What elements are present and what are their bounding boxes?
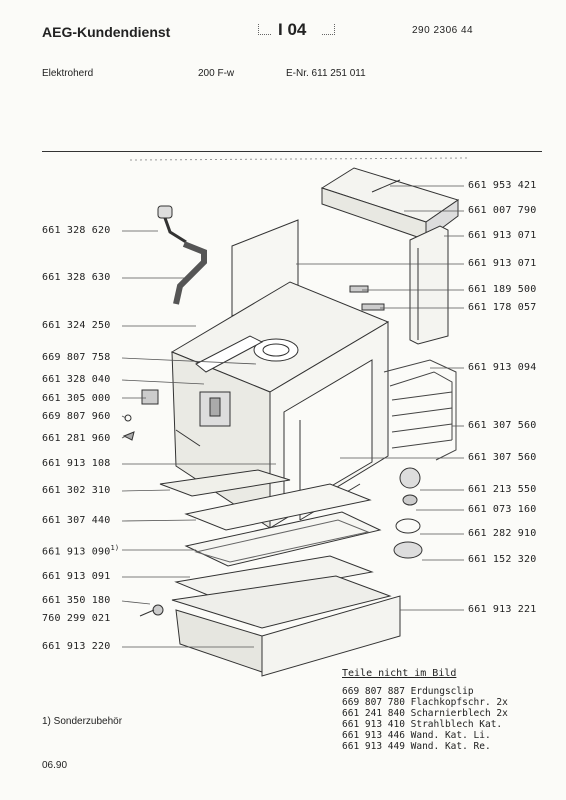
footnote-marker: 1) — [110, 544, 120, 552]
side-wall-part — [409, 225, 449, 345]
header-rule — [42, 151, 542, 152]
part-number-left: 661 328 040 — [42, 374, 111, 385]
issue-date: 06.90 — [42, 760, 68, 771]
legend-item: 669 807 780 Flachkopfschr. 2x — [342, 697, 508, 708]
part-number-left: 661 305 000 — [42, 393, 111, 404]
code-bracket-left — [258, 24, 271, 35]
legend-item: 661 913 446 Wand. Kat. Li. — [342, 730, 491, 741]
page-code: I 04 — [278, 20, 307, 39]
part-number-right: 661 913 221 — [468, 604, 537, 615]
legend-item: 661 913 449 Wand. Kat. Re. — [342, 741, 491, 752]
legend-title: Teile nicht im Bild — [342, 668, 457, 679]
document-number: 290 2306 44 — [412, 25, 474, 36]
part-number-left: 661 913 108 — [42, 458, 111, 469]
part-number-left: 760 299 021 — [42, 613, 111, 624]
model-number: 200 F-w — [198, 68, 235, 79]
part-number-right: 661 913 094 — [468, 362, 537, 373]
part-number-left: 661 350 180 — [42, 595, 111, 606]
rack-rails-part — [383, 359, 457, 461]
trays-part — [159, 469, 401, 677]
part-number-left: 661 302 310 — [42, 485, 111, 496]
appliance-type: Elektroherd — [42, 68, 94, 79]
company-name: AEG-Kundendienst — [42, 24, 171, 40]
part-number-right: 661 007 790 — [468, 205, 537, 216]
e-number: E-Nr. 611 251 011 — [286, 68, 366, 79]
part-number-right: 661 213 550 — [468, 484, 537, 495]
part-number-left: 669 807 758 — [42, 352, 111, 363]
part-number-left: 661 328 620 — [42, 225, 111, 236]
part-number-right: 661 953 421 — [468, 180, 537, 191]
part-number-right: 661 178 057 — [468, 302, 537, 313]
dashed-line — [129, 157, 471, 161]
part-number-right: 661 307 560 — [468, 420, 537, 431]
hose-part — [157, 205, 207, 305]
leader-lines-right — [296, 185, 464, 611]
legend-item: 661 913 410 Strahlblech Kat. — [342, 719, 503, 730]
footnote: 1) Sonderzubehör — [42, 716, 123, 727]
part-number-left: 661 307 440 — [42, 515, 111, 526]
part-number-left: 661 913 091 — [42, 571, 111, 582]
part-number-right: 661 073 160 — [468, 504, 537, 515]
small-parts-right — [349, 285, 423, 559]
part-number-right: 661 189 500 — [468, 284, 537, 295]
part-number-left: 661 328 630 — [42, 272, 111, 283]
part-number-left: 661 913 0901) — [42, 544, 119, 557]
part-number-left: 669 807 960 — [42, 411, 111, 422]
part-number-right: 661 152 320 — [468, 554, 537, 565]
part-number-right: 661 307 560 — [468, 452, 537, 463]
top-cover-part — [320, 167, 460, 241]
part-number-left: 661 281 960 — [42, 433, 111, 444]
part-number-left: 661 324 250 — [42, 320, 111, 331]
legend-item: 669 807 887 Erdungsclip — [342, 686, 474, 697]
part-number-text: 661 913 090 — [42, 546, 111, 558]
part-number-right: 661 282 910 — [468, 528, 537, 539]
oven-body-part — [170, 281, 390, 529]
legend-item: 661 241 840 Scharnierblech 2x — [342, 708, 508, 719]
small-parts-left — [122, 389, 164, 617]
part-number-right: 661 913 071 — [468, 258, 537, 269]
part-number-right: 661 913 071 — [468, 230, 537, 241]
code-bracket-right — [322, 24, 335, 35]
leader-lines-left — [121, 230, 276, 648]
part-number-left: 661 913 220 — [42, 641, 111, 652]
